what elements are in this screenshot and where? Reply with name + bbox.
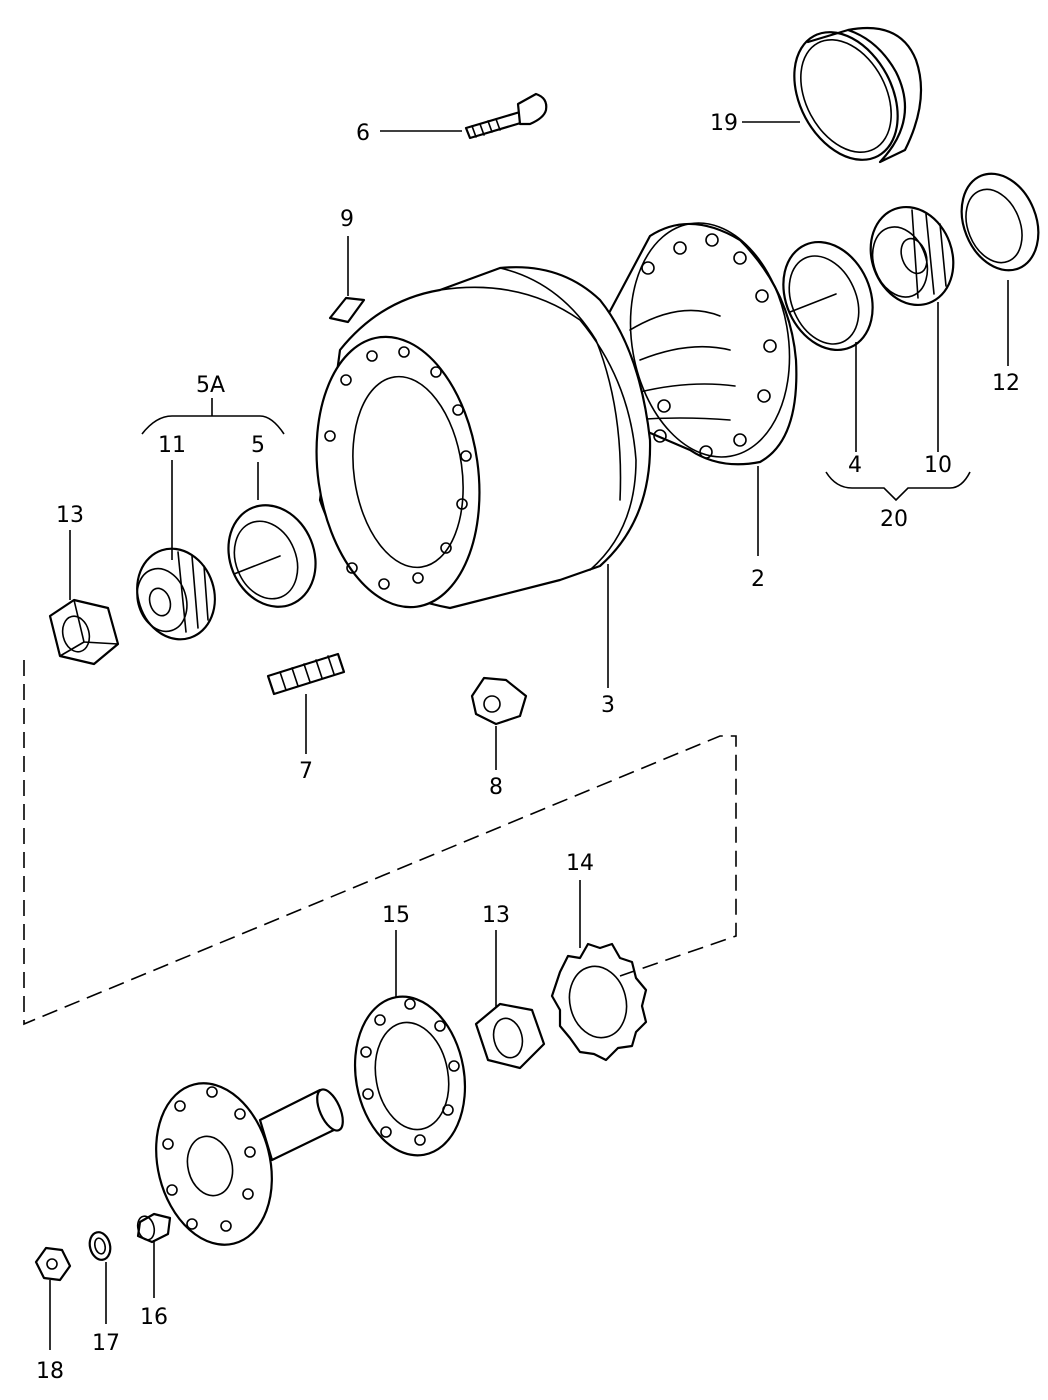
part-5-bearing-cup[interactable]: [214, 492, 331, 620]
part-2-wheel-hub[interactable]: [598, 210, 807, 470]
part-10-bearing-cone[interactable]: [857, 195, 966, 316]
callout-14: 14: [566, 851, 594, 876]
callout-10: 10: [924, 453, 952, 478]
callout-6: 6: [356, 121, 370, 146]
part-19-seal-cup[interactable]: [773, 14, 923, 177]
callout-3: 3: [601, 693, 615, 718]
callout-17: 17: [92, 1331, 120, 1356]
callout-4: 4: [848, 453, 862, 478]
assembly-dashed-outline: [23, 660, 737, 1026]
part-13-hex-nut-bottom[interactable]: [474, 1002, 546, 1070]
callout-labels: 6 19 9 12 5A 11 5 4 10 13 20 2 3 7 8 14 …: [36, 111, 1020, 1384]
part-16-screw[interactable]: [135, 1212, 172, 1244]
leader-lines: [49, 121, 1009, 1350]
callout-15: 15: [382, 903, 410, 928]
callout-2: 2: [751, 567, 765, 592]
part-11-bearing-cone[interactable]: [126, 539, 227, 650]
part-18-small-nut[interactable]: [34, 1246, 72, 1282]
part-7-threaded-stud[interactable]: [266, 652, 346, 696]
callout-19: 19: [710, 111, 738, 136]
part-14-toothed-ring[interactable]: [550, 942, 648, 1062]
callout-9: 9: [340, 207, 354, 232]
callout-8: 8: [489, 775, 503, 800]
part-8-flange-nut[interactable]: [470, 676, 528, 726]
part-4-bearing-cup[interactable]: [767, 228, 889, 364]
part-17-washer[interactable]: [87, 1230, 113, 1262]
callout-16: 16: [140, 1305, 168, 1330]
part-6-wheel-stud[interactable]: [464, 92, 548, 140]
callout-5: 5: [251, 433, 265, 458]
part-15-flange-ring[interactable]: [343, 988, 477, 1164]
callout-13-bottom: 13: [482, 903, 510, 928]
axle-shaft-flange[interactable]: [140, 1071, 348, 1257]
callout-20: 20: [880, 507, 908, 532]
callout-11: 11: [158, 433, 186, 458]
callout-12: 12: [992, 371, 1020, 396]
callout-5A: 5A: [196, 373, 225, 398]
callout-13-top: 13: [56, 503, 84, 528]
part-3-brake-drum[interactable]: [300, 266, 652, 618]
part-9-key[interactable]: [328, 296, 366, 324]
part-13-hex-nut-top[interactable]: [48, 598, 120, 666]
part-12-bearing-cup[interactable]: [948, 162, 1048, 282]
callout-18: 18: [36, 1359, 64, 1384]
callout-7: 7: [299, 759, 313, 784]
